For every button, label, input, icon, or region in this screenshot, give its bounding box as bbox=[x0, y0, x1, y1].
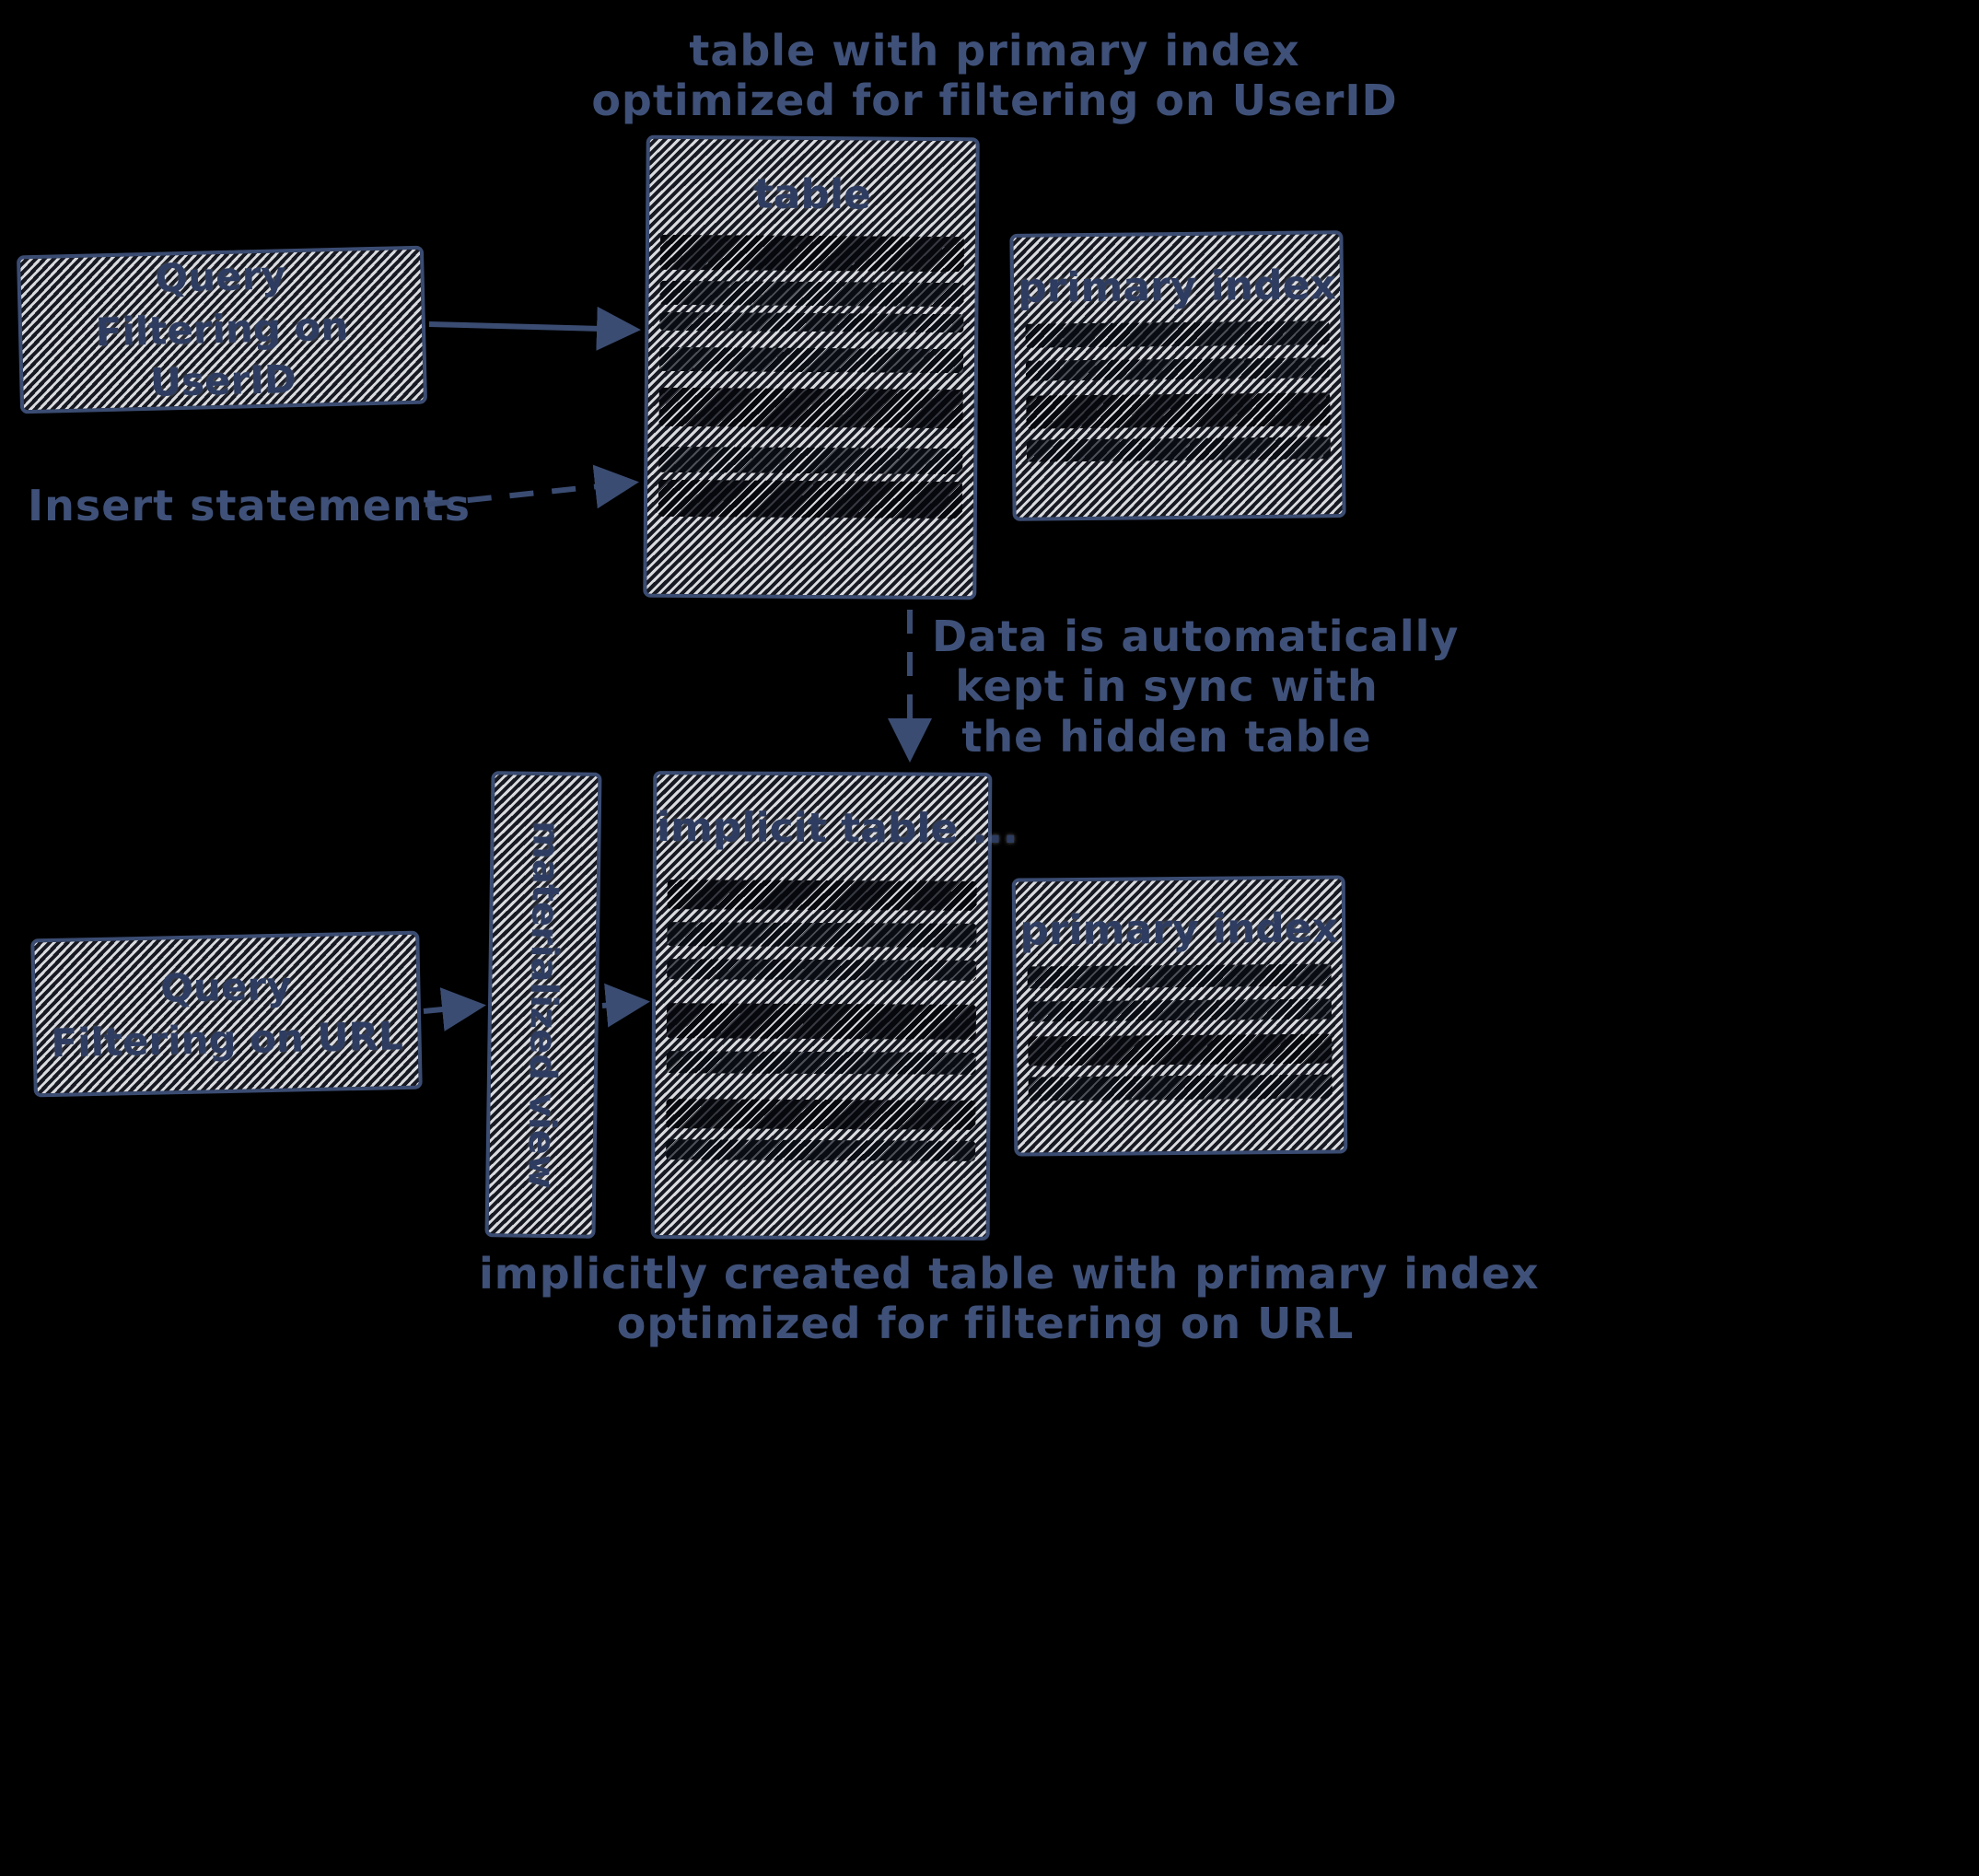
implicit-table-row-stripe bbox=[667, 959, 977, 981]
table-row-stripe bbox=[658, 387, 963, 429]
primary-index-top-title: primary index bbox=[1017, 262, 1337, 312]
implicit-table-row-stripe bbox=[666, 1139, 976, 1161]
implicit-table-row-stripe bbox=[667, 922, 977, 948]
sync-note-line3: the hidden table bbox=[961, 711, 1372, 762]
top-caption: table with primary index optimized for f… bbox=[516, 26, 1473, 126]
implicit-table-row-stripe bbox=[667, 880, 977, 911]
arrow-query-userid-to-table bbox=[428, 306, 641, 351]
arrow-query-url-to-mv bbox=[423, 987, 486, 1031]
implicit-table-row-stripe bbox=[666, 1099, 976, 1130]
table-row-stripe bbox=[658, 479, 963, 519]
bottom-caption-line1: implicitly created table with primary in… bbox=[479, 1249, 1540, 1299]
sync-note-line1: Data is automatically bbox=[932, 612, 1460, 661]
table-row-stripe bbox=[659, 311, 964, 333]
query-userid-box: Query Filtering on UserID bbox=[16, 245, 428, 414]
insert-statements-label: Insert statements bbox=[28, 481, 471, 530]
table-box-title: table bbox=[753, 170, 872, 219]
query-url-line2: Filtering on URL bbox=[50, 1012, 404, 1066]
index-row-stripe bbox=[1026, 392, 1331, 429]
index-row-stripe bbox=[1026, 437, 1331, 462]
query-url-box: Query Filtering on URL bbox=[30, 930, 423, 1098]
query-userid-line2: Filtering on UserID bbox=[95, 303, 349, 406]
table-box: table bbox=[643, 134, 980, 600]
arrow-mv-to-implicit-table bbox=[601, 983, 650, 1028]
primary-index-bottom-title: primary index bbox=[1019, 904, 1339, 955]
index-row-stripe bbox=[1025, 357, 1331, 381]
primary-index-top-box: primary index bbox=[1009, 230, 1346, 521]
index-row-stripe bbox=[1027, 963, 1332, 989]
top-caption-line2: optimized for filtering on UserID bbox=[591, 76, 1398, 126]
table-row-stripe bbox=[658, 446, 963, 475]
query-userid-line1: Query bbox=[154, 252, 287, 301]
primary-index-bottom-box: primary index bbox=[1011, 875, 1348, 1157]
index-row-stripe bbox=[1028, 1033, 1333, 1066]
sync-note: Data is automatically kept in sync with … bbox=[932, 612, 1460, 762]
materialized-view-box: materialized view bbox=[484, 771, 602, 1239]
index-row-stripe bbox=[1027, 998, 1333, 1022]
index-row-stripe bbox=[1028, 1074, 1333, 1101]
bottom-caption-line2: optimized for filtering on URL bbox=[616, 1299, 1355, 1349]
query-userid-label: Query Filtering on UserID bbox=[20, 247, 424, 414]
table-row-stripe bbox=[659, 280, 964, 308]
implicit-table-title: implicit table ... bbox=[656, 804, 1019, 854]
table-row-stripe bbox=[658, 346, 964, 374]
query-url-label: Query Filtering on URL bbox=[35, 958, 418, 1070]
index-row-stripe bbox=[1025, 320, 1330, 348]
materialized-view-label: materialized view bbox=[519, 820, 567, 1190]
bottom-caption: implicitly created table with primary in… bbox=[479, 1249, 1540, 1349]
query-url-line1: Query bbox=[159, 962, 292, 1011]
table-row-stripe bbox=[659, 234, 964, 273]
sync-note-line2: kept in sync with bbox=[955, 661, 1379, 712]
implicit-table-box: implicit table ... bbox=[650, 771, 1019, 1241]
top-caption-line1: table with primary index bbox=[689, 26, 1300, 76]
implicit-table-row-stripe bbox=[666, 1051, 976, 1075]
implicit-table-row-stripe bbox=[666, 1003, 977, 1040]
